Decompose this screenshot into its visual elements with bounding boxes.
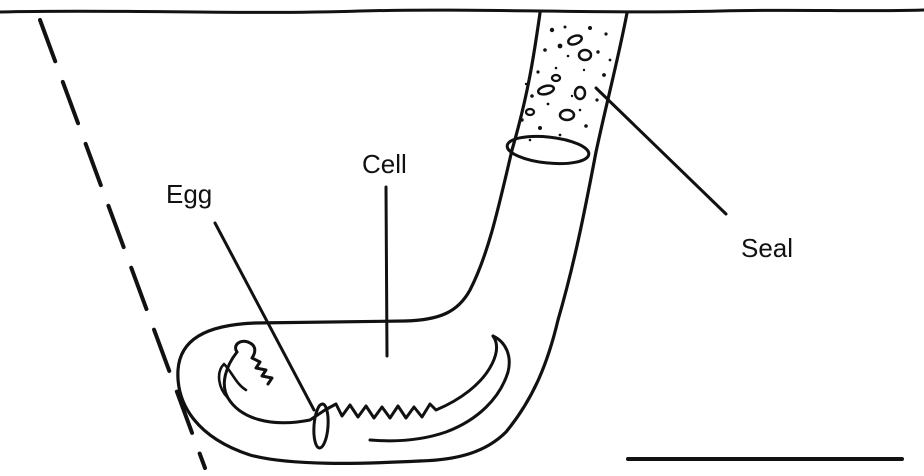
burrow-left-wall <box>178 13 540 463</box>
cell-leader-line <box>386 187 387 356</box>
provision-left-crest <box>236 341 272 384</box>
seal-plug <box>508 13 627 154</box>
burrow-right-wall <box>420 13 627 461</box>
egg-leader-line <box>215 223 314 410</box>
label-cell: Cell <box>362 151 407 177</box>
label-egg: Egg <box>166 181 212 207</box>
provision-inner-edge <box>370 336 509 441</box>
label-seal: Seal <box>741 235 793 261</box>
ground-surface-line <box>0 10 924 12</box>
dashed-slope-line <box>40 20 205 468</box>
seal-bottom-edge <box>506 133 590 167</box>
provision-mass <box>224 336 496 423</box>
seal-leader-line <box>596 88 726 214</box>
